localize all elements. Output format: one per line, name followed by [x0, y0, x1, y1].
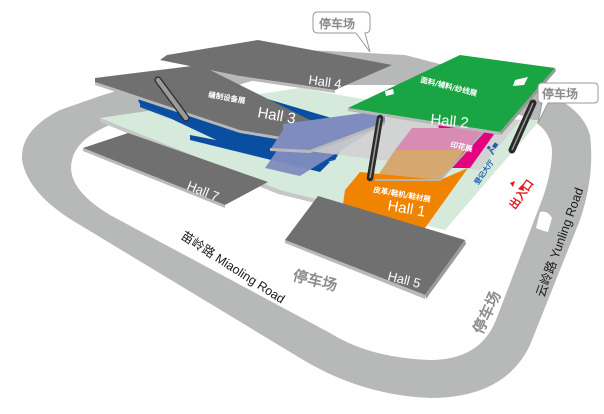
- road-notch-yunling: [536, 211, 552, 232]
- printing-zone-label: 印花展: [450, 139, 475, 154]
- hall5-roof[interactable]: [285, 196, 465, 295]
- hall3-label: Hall 3: [256, 104, 297, 127]
- parking-bubble-right[interactable]: 停车场: [537, 82, 599, 124]
- hall4[interactable]: [160, 40, 392, 93]
- hall7[interactable]: [83, 133, 268, 208]
- hall2-roof[interactable]: [348, 55, 555, 132]
- registration-icon: [487, 142, 499, 156]
- walkway-hall2: [508, 99, 537, 154]
- road-loop: [21, 48, 592, 398]
- parking-bubble-top-label: 停车场: [319, 16, 355, 31]
- hall3-roof-plate[interactable]: [95, 65, 310, 138]
- hall1-label: Hall 1: [386, 197, 427, 220]
- hall4-roof[interactable]: [160, 40, 392, 90]
- walkway-hall1: [366, 114, 384, 182]
- hall4-label: Hall 4: [308, 72, 343, 91]
- entrance-arrows-icon: [510, 181, 524, 191]
- parking-lot-center-label: 停车场: [291, 266, 339, 294]
- hall3-roof-edge: [95, 82, 288, 141]
- hall3-lavender-edge: [270, 122, 385, 153]
- parking-bubble-top[interactable]: 停车场: [312, 11, 371, 53]
- parking-bubble-top-shape: [312, 11, 371, 53]
- hall7-edge: [83, 148, 225, 208]
- hall4-edge: [240, 76, 335, 93]
- hall5[interactable]: [285, 196, 466, 299]
- hall1-zone[interactable]: [342, 123, 502, 238]
- hall7-roof[interactable]: [83, 133, 268, 205]
- tan-zone[interactable]: [375, 150, 465, 180]
- road-ring[interactable]: [21, 48, 592, 398]
- hall2-hatch-right: [513, 77, 528, 86]
- hall3-roof[interactable]: [95, 65, 310, 141]
- parking-bubble-right-shape: [537, 82, 599, 124]
- hall3-lavender-overlay: [270, 110, 385, 150]
- hall2-label: Hall 2: [430, 111, 470, 132]
- hall2-edge: [348, 108, 500, 135]
- print-deck-edge: [375, 127, 488, 181]
- walkway-hall1-stripe: [369, 117, 381, 179]
- walkway-hall3: [154, 76, 190, 122]
- entrance-label: 出入口: [506, 177, 536, 212]
- hall2-hatch-left: [385, 89, 394, 96]
- hall5-edge-right: [425, 240, 466, 299]
- parking-bubble-right-label: 停车场: [542, 86, 578, 101]
- walkway-hall2-stripe: [511, 102, 534, 151]
- walkway-hall3-tube-fill: [155, 77, 189, 121]
- print-pink-zone[interactable]: [395, 128, 487, 150]
- hall5-edge: [285, 240, 425, 299]
- road-notch-miaoling: [210, 234, 248, 268]
